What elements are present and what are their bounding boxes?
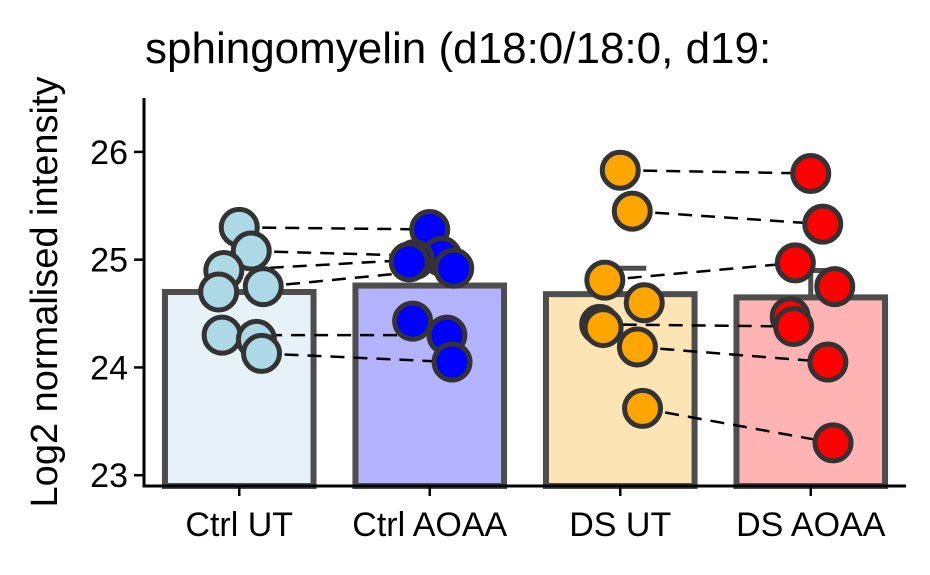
x-tick-label: DS UT	[569, 506, 671, 544]
x-tick-label: Ctrl AOAA	[352, 506, 507, 544]
y-tick-label: 25	[90, 242, 128, 280]
y-tick-label: 24	[90, 349, 128, 387]
data-point	[230, 230, 272, 272]
x-tick-label: Ctrl UT	[185, 506, 293, 544]
pair-line	[251, 249, 442, 258]
pair-line	[604, 261, 796, 282]
data-point	[584, 259, 626, 301]
data-point	[774, 242, 816, 284]
data-point	[201, 314, 243, 356]
data-point	[582, 307, 624, 349]
bar-ctrl-ut	[161, 289, 317, 489]
data-point	[812, 422, 854, 464]
data-point	[802, 203, 844, 245]
data-point	[388, 241, 430, 283]
data-point	[431, 341, 473, 383]
data-point	[241, 332, 283, 374]
pair-line	[620, 168, 811, 175]
y-tick-label: 23	[90, 457, 128, 495]
data-point	[807, 341, 849, 383]
x-tick-label: DS AOAA	[736, 506, 886, 544]
data-point	[790, 152, 832, 194]
pair-line	[642, 407, 834, 445]
data-point	[622, 387, 664, 429]
pair-line	[239, 226, 430, 231]
pair-line	[263, 267, 454, 288]
data-point	[616, 326, 658, 368]
pair-line	[637, 345, 828, 364]
y-tick-label: 26	[90, 134, 128, 172]
data-point	[392, 300, 434, 342]
data-point	[611, 190, 653, 232]
data-point	[814, 266, 856, 308]
data-point	[623, 282, 665, 324]
data-point	[773, 305, 815, 347]
data-point	[242, 266, 284, 308]
data-point	[198, 271, 240, 313]
pair-line	[599, 323, 794, 328]
pair-line	[632, 209, 823, 226]
points-layer	[198, 149, 856, 464]
data-point	[599, 149, 641, 191]
y-axis-label: Log2 normalised intensity	[24, 77, 66, 508]
chart-title: sphingomyelin (d18:0/18:0, d19:	[145, 24, 771, 73]
data-point	[433, 247, 475, 289]
pair-line	[261, 352, 453, 364]
